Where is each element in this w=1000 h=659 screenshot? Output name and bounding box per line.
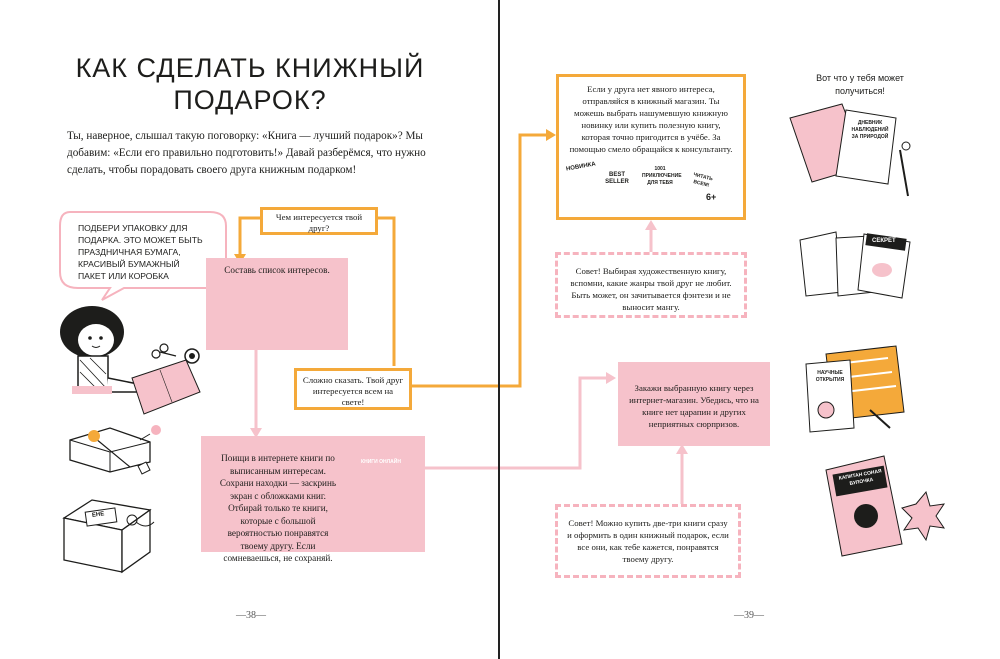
phone-header: КНИГИ ОНЛАЙН (361, 459, 401, 465)
discoveries-books-illustration (805, 345, 905, 433)
speech-bubble (59, 211, 227, 301)
make-list-box: Составь список интересов. (206, 258, 348, 350)
wrapping-paper (131, 359, 201, 415)
bookstore-box: Если у друга нет явного интереса, отправ… (556, 74, 746, 220)
make-list-text: Составь список интересов. (224, 265, 330, 275)
question-text: Чем интересуется твой друг? (275, 212, 363, 233)
tip-fiction-text: Совет! Выбирая художественную книгу, всп… (570, 266, 732, 312)
diary-cover: ДНЕВНИК НАБЛЮДЕНИЙ ЗА ПРИРОДОЙ (851, 120, 889, 140)
tip-several-box: Совет! Можно купить две-три книги сразу … (555, 504, 741, 578)
order-online-box: Закажи выбранную книгу через интернет-ма… (618, 362, 770, 446)
gift-box-illustration (69, 425, 161, 475)
connector-hard-bookstore (412, 133, 548, 388)
hard-to-say-text: Сложно сказать. Твой друг интересуется в… (302, 375, 404, 407)
page-gutter (498, 0, 500, 659)
scissors-icon (151, 343, 177, 359)
age-rating-sign: 6+ (706, 192, 717, 202)
search-online-box: Поищи в интернете книги по выписанным ин… (201, 436, 425, 563)
bestseller-sign: BEST SELLER (605, 172, 629, 185)
discoveries-cover: НАУЧНЫЕ ОТКРЫТИЯ (815, 370, 845, 383)
tip-fiction-box: Совет! Выбирая художественную книгу, всп… (555, 252, 747, 318)
open-box-illustration (62, 499, 155, 574)
page-title: КАК СДЕЛАТЬ КНИЖНЫЙ ПОДАРОК? (75, 53, 425, 115)
hard-to-say-box: Сложно сказать. Твой друг интересуется в… (294, 368, 412, 410)
intro-paragraph: Ты, наверное, слышал такую поговорку: «К… (67, 130, 426, 176)
arrowhead (546, 129, 556, 141)
arrowhead (250, 428, 262, 438)
connector-search-order (424, 376, 608, 470)
comics-books-illustration (825, 455, 946, 557)
packaging-tip: ПОДБЕРИ УПАКОВКУ ДЛЯ ПОДАРКА. ЭТО МОЖЕТ … (78, 223, 203, 281)
sidebar-title: Вот что у тебя может получиться! (816, 73, 904, 96)
bookstore-text: Если у друга нет явного интереса, отправ… (569, 84, 733, 154)
diary-books-illustration (789, 103, 911, 197)
speech-bubble-text: ПОДБЕРИ УПАКОВКУ ДЛЯ ПОДАРКА. ЭТО МОЖЕТ … (58, 208, 228, 292)
secret-cover: СЕКРЕТ (872, 238, 896, 244)
arrowhead (645, 220, 657, 230)
tip-several-text: Совет! Можно купить две-три книги сразу … (567, 518, 729, 564)
question-box: Чем интересуется твой друг? (260, 207, 378, 235)
arrowhead (676, 444, 688, 454)
secret-books-illustration (799, 231, 911, 299)
order-online-text: Закажи выбранную книгу через интернет-ма… (629, 383, 759, 429)
page-number-right: —39— (734, 610, 764, 621)
connector-question-list (238, 216, 262, 258)
search-online-text: Поищи в интернете книги по выписанным ин… (219, 453, 337, 563)
connector-question-hard (376, 216, 396, 366)
girl-illustration (60, 306, 141, 394)
book-1001-cover: 1001 ПРИКЛЮЧЕНИЕ ДЛЯ ТЕБЯ (642, 166, 682, 186)
arrowhead (606, 372, 616, 384)
page-number-left: —38— (236, 610, 266, 621)
